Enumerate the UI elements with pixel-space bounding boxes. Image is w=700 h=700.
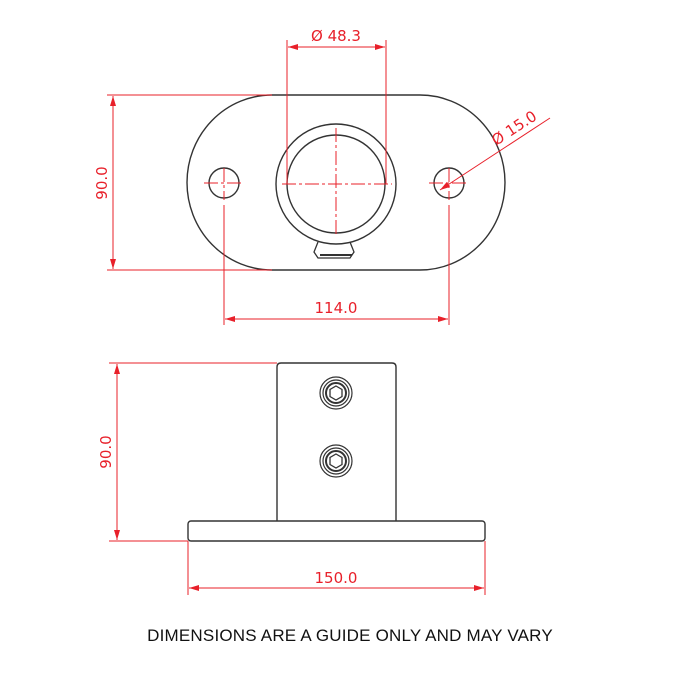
center-lines bbox=[204, 128, 469, 236]
dim-tube-diameter-label: Ø 48.3 bbox=[311, 27, 361, 45]
tube-outer bbox=[275, 123, 397, 245]
side-view: 90.0 150.0 bbox=[97, 362, 486, 595]
dim-side-width-label: 150.0 bbox=[315, 569, 358, 587]
set-screw-top bbox=[319, 376, 353, 410]
dim-hole-spacing-label: 114.0 bbox=[315, 299, 358, 317]
dim-side-height bbox=[109, 362, 277, 542]
dim-side-height-label: 90.0 bbox=[97, 435, 115, 468]
set-screw-bottom bbox=[319, 444, 353, 478]
dim-tube-diameter bbox=[286, 40, 387, 184]
dim-side-width bbox=[187, 541, 486, 595]
disclaimer-note: DIMENSIONS ARE A GUIDE ONLY AND MAY VARY bbox=[147, 626, 553, 645]
base-plate-outline bbox=[186, 94, 506, 271]
dim-top-height bbox=[107, 94, 272, 271]
upright-outline bbox=[276, 362, 397, 521]
dim-hole-spacing bbox=[223, 205, 450, 325]
dim-hole-diameter bbox=[439, 117, 551, 191]
top-view: Ø 48.3 Ø 15.0 90.0 114.0 bbox=[93, 27, 551, 325]
dim-hole-diameter-label: Ø 15.0 bbox=[488, 107, 540, 149]
side-base-plate bbox=[187, 520, 486, 542]
dim-top-height-label: 90.0 bbox=[93, 166, 111, 199]
set-screw-boss bbox=[313, 241, 355, 259]
